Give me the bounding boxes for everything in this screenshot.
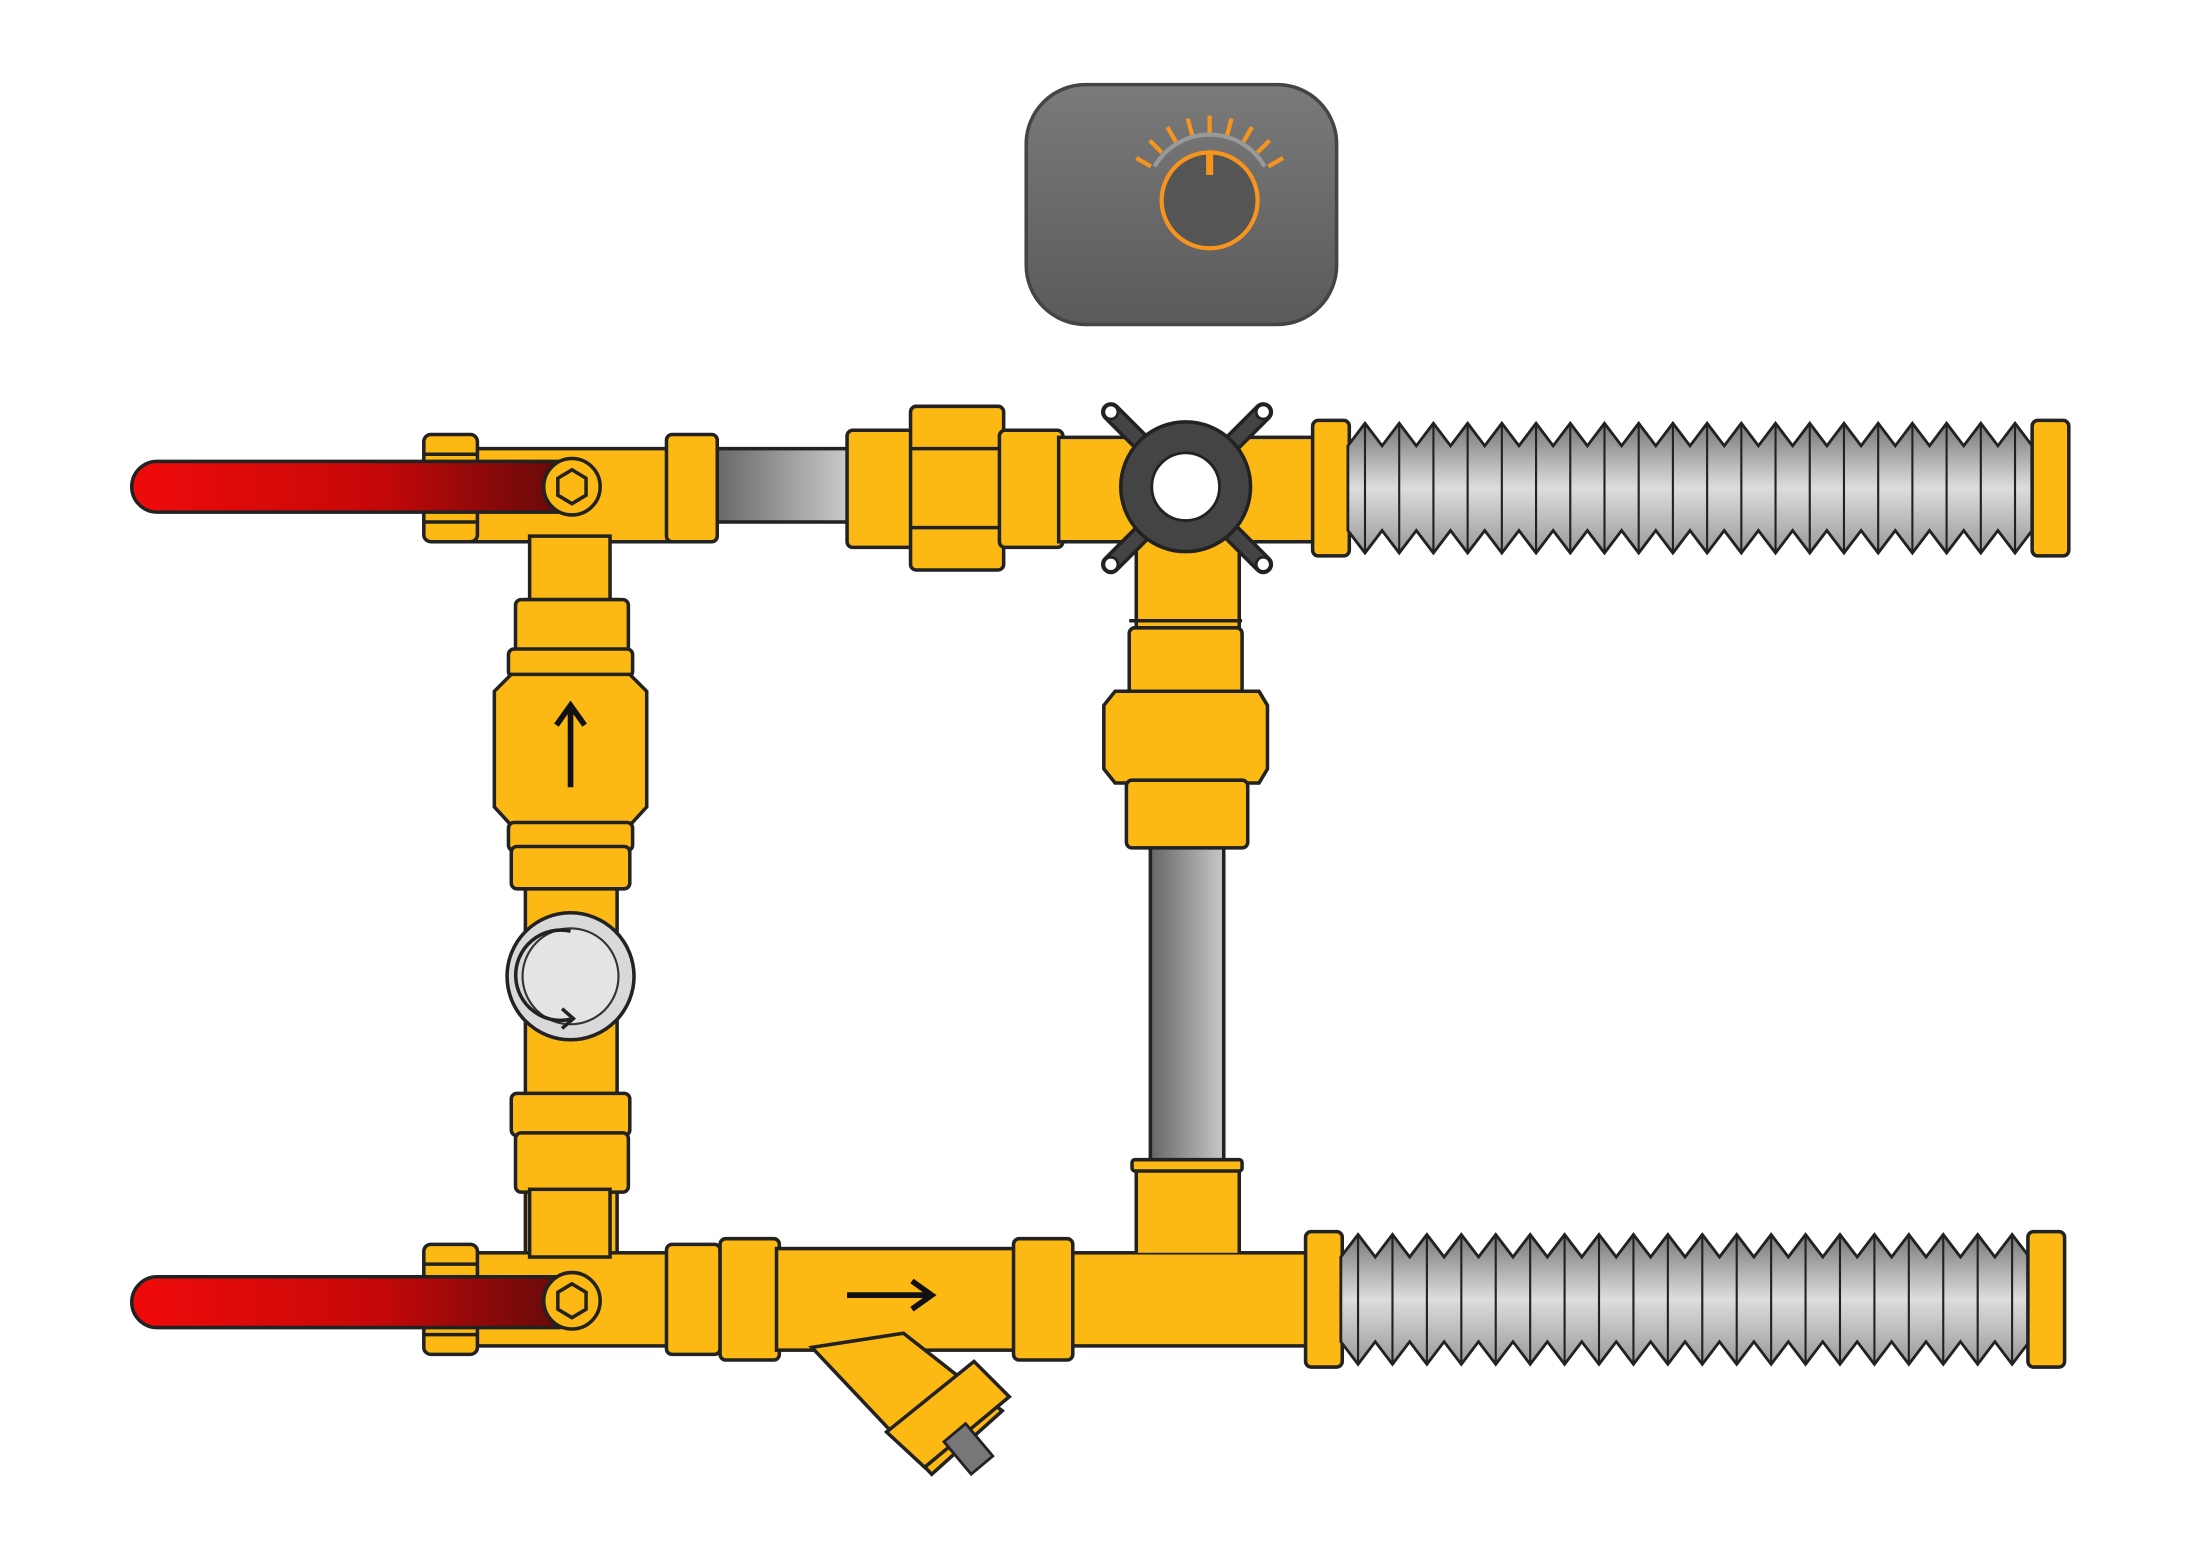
- check-valve: [492, 647, 649, 891]
- knob-tick: [1256, 138, 1271, 154]
- circulation-pump: [505, 911, 636, 1042]
- y-strainer: [774, 1246, 1019, 1477]
- knob-tick: [1165, 125, 1178, 143]
- knob-tick: [1225, 118, 1234, 136]
- arrow-right-icon: [847, 1278, 937, 1312]
- ball-valve-top: [130, 456, 602, 517]
- bottom-line: [422, 1157, 1315, 1477]
- knob-tick: [1135, 156, 1153, 169]
- knob-tick: [1185, 118, 1195, 136]
- controller: [1024, 82, 1339, 327]
- knob-tick: [1241, 125, 1254, 143]
- left-vertical: [492, 597, 649, 1265]
- rotation-arrow-icon: [513, 928, 577, 1030]
- flex-hose-bottom: [1303, 1229, 2067, 1369]
- knob-tick: [1267, 156, 1284, 169]
- flex-hose-top: [1310, 418, 2071, 558]
- ball-valve-bottom: [130, 1270, 602, 1331]
- bypass-vertical: [1102, 618, 1270, 1173]
- mixing-valve: [1101, 402, 1274, 575]
- knob-tick: [1148, 138, 1164, 154]
- arrow-up-icon: [554, 700, 587, 788]
- temperature-knob-icon: [1135, 115, 1284, 251]
